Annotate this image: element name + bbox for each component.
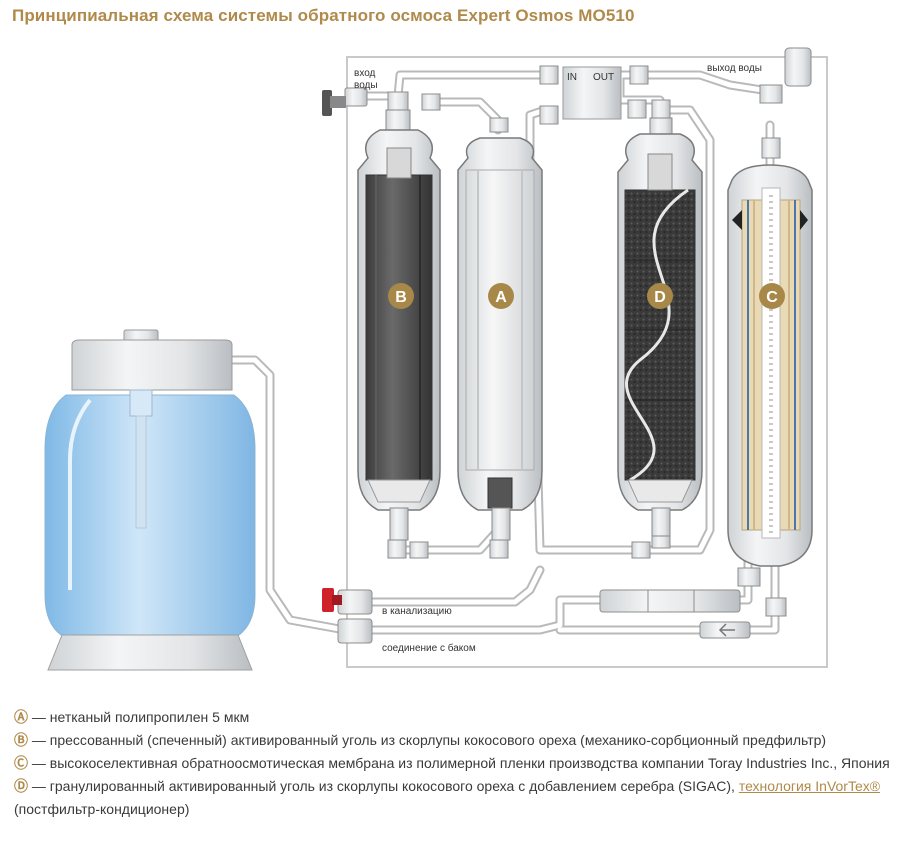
- legend-item-b: Ⓑ — прессованный (спеченный) активирован…: [14, 729, 904, 752]
- legend-mark-c: Ⓒ: [14, 755, 28, 771]
- svg-text:D: D: [654, 289, 666, 306]
- tee-out-label: OUT: [593, 72, 614, 83]
- legend-item-a: Ⓐ — нетканый полипропилен 5 мкм: [14, 706, 904, 729]
- flow-tee-block: IN OUT: [562, 66, 622, 120]
- filter-badge-d: D: [647, 283, 673, 309]
- drain-label: в канализацию: [382, 606, 452, 617]
- svg-text:C: C: [766, 289, 778, 306]
- water-inlet-label-line2: воды: [354, 80, 378, 91]
- legend-mark-b: Ⓑ: [14, 732, 28, 748]
- legend-text-d: — гранулированный активированный уголь и…: [28, 778, 739, 794]
- filter-badge-a: A: [488, 283, 514, 309]
- legend-text-c: — высокоселективная обратноосмотическая …: [28, 755, 890, 771]
- tee-in-label: IN: [567, 72, 577, 83]
- filter-housing-d: [617, 117, 703, 537]
- inlet-valve-icon: [322, 90, 346, 116]
- legend-mark-a: Ⓐ: [14, 709, 28, 725]
- flow-arrow-icon: [718, 623, 735, 637]
- osmosis-schematic: IN OUT вход вод: [44, 47, 828, 671]
- filter-badge-b: B: [388, 283, 414, 309]
- invortex-technology-link[interactable]: технология InVorTex®: [738, 778, 881, 794]
- drain-valve-icon: [322, 588, 342, 612]
- water-inlet-label-line1: вход: [354, 68, 376, 79]
- svg-text:A: A: [495, 289, 507, 306]
- membrane-housing-c: [727, 164, 813, 567]
- legend-text-b: — прессованный (спеченный) активированны…: [28, 732, 827, 748]
- storage-tank: [44, 329, 256, 671]
- legend-item-c: Ⓒ — высокоселективная обратноосмотическа…: [14, 752, 904, 775]
- fittings: [337, 47, 812, 644]
- svg-text:B: B: [395, 289, 407, 306]
- filter-housing-a: [457, 137, 543, 541]
- page-title: Принципиальная схема системы обратного о…: [12, 6, 635, 25]
- tank-connection-label: соединение с баком: [382, 642, 476, 654]
- filter-housing-b: [357, 109, 441, 541]
- legend-mark-d: Ⓓ: [14, 778, 28, 794]
- filter-badge-c: C: [759, 283, 785, 309]
- legend: Ⓐ — нетканый полипропилен 5 мкм Ⓑ — прес…: [14, 706, 904, 821]
- legend-text-a: — нетканый полипропилен 5 мкм: [28, 709, 250, 725]
- legend-item-d: Ⓓ — гранулированный активированный уголь…: [14, 775, 904, 821]
- legend-text-d-after: (постфильтр-кондиционер): [14, 801, 190, 817]
- water-outlet-label: выход воды: [707, 63, 762, 74]
